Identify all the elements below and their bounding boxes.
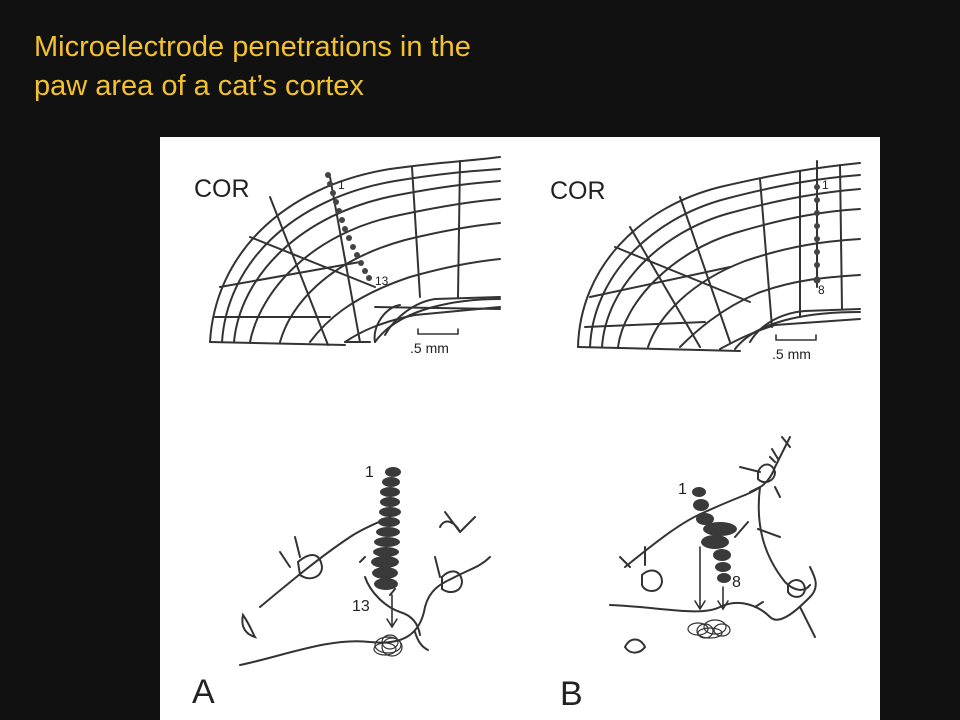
figure-drawing: COR 1 13 .5 mm 1 13 A COR 1 8 .5 mm 1 8 … <box>192 156 861 713</box>
scale-label-a: .5 mm <box>410 340 449 356</box>
track-start-label-a: 1 <box>338 178 345 192</box>
receptive-fields-b <box>692 487 737 583</box>
cor-label-a: COR <box>194 175 250 203</box>
scale-bar-a <box>417 328 459 335</box>
field-scribble-b <box>687 619 731 639</box>
field-start-label-b: 1 <box>678 481 687 498</box>
cor-label-b: COR <box>550 177 606 205</box>
field-end-label-b: 8 <box>732 574 741 591</box>
paw-outline-b <box>609 436 817 654</box>
scale-label-b: .5 mm <box>772 346 811 362</box>
panel-letter-a: A <box>192 673 215 711</box>
field-start-label-a: 1 <box>365 464 374 481</box>
cortex-section-a <box>209 156 501 346</box>
field-end-label-a: 13 <box>352 598 370 615</box>
figure-panel: COR 1 13 .5 mm 1 13 A COR 1 8 .5 mm 1 8 … <box>160 137 880 720</box>
panel-letter-b: B <box>560 675 583 713</box>
receptive-fields-a <box>371 467 401 590</box>
electrode-track-b <box>813 184 821 284</box>
scale-bar-b <box>775 334 817 341</box>
slide-title: Microelectrode penetrations in the paw a… <box>34 28 654 106</box>
title-line-1: Microelectrode penetrations in the <box>34 31 471 63</box>
track-start-label-b: 1 <box>822 178 829 192</box>
track-end-label-a: 13 <box>375 274 389 288</box>
cortex-section-b <box>577 162 861 352</box>
track-end-label-b: 8 <box>818 283 825 297</box>
arrow-b-1 <box>694 546 706 611</box>
electrode-track-a <box>325 172 372 281</box>
title-line-2: paw area of a cat’s cortex <box>34 70 364 102</box>
arrow-a <box>386 594 398 629</box>
field-scribble-a <box>373 634 403 657</box>
paw-outline-a <box>239 511 491 666</box>
arrow-b-2 <box>717 586 729 611</box>
